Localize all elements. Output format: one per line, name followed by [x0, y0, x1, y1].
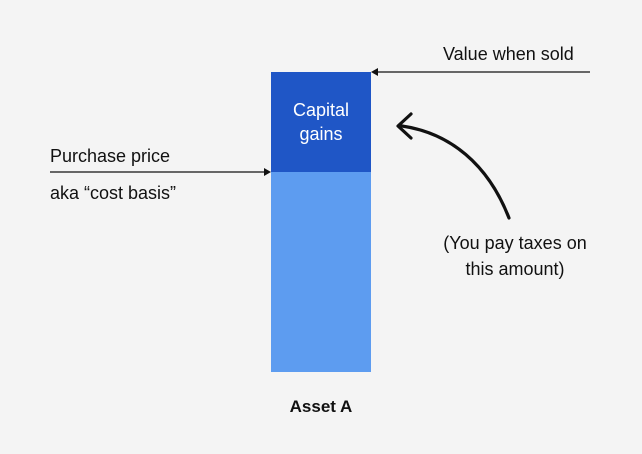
cost-basis-segment	[271, 172, 371, 372]
capital-gains-label: Capital gains	[292, 100, 350, 144]
tax-note-label: (You pay taxes on this amount)	[443, 233, 587, 279]
value-when-sold-label: Value when sold	[443, 44, 574, 64]
asset-label: Asset A	[289, 397, 353, 416]
purchase-price-label: Purchase price	[50, 146, 171, 166]
purchase-price-arrow	[50, 168, 271, 176]
capital-gains-segment	[271, 72, 371, 172]
cost-basis-label: aka “cost basis”	[50, 183, 177, 203]
value-when-sold-arrow	[371, 68, 590, 76]
curved-arrow-icon	[396, 112, 511, 220]
